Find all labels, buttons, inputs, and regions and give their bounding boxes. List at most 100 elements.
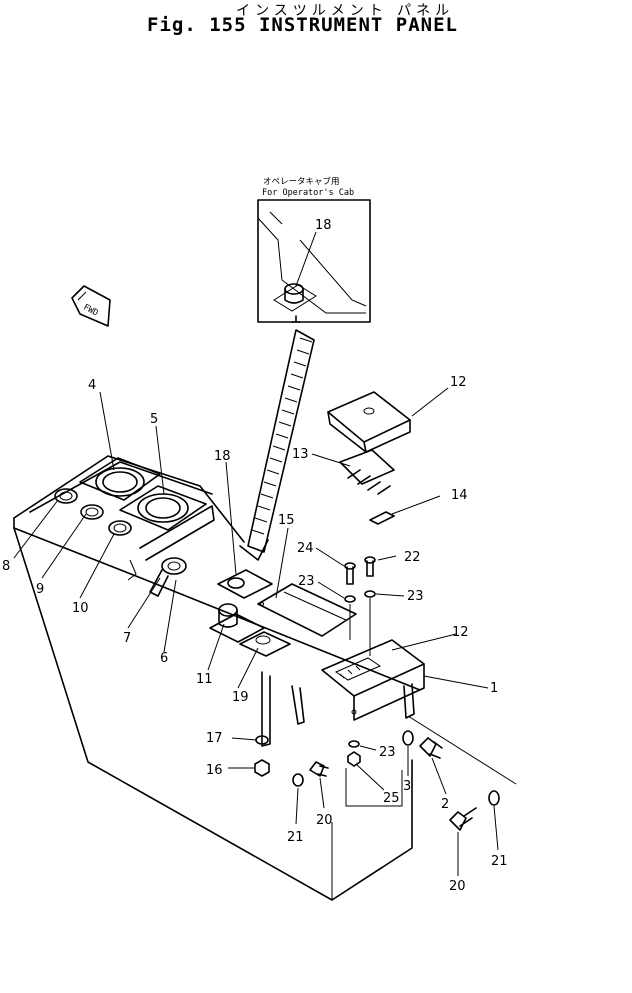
key-switch-body bbox=[161, 557, 187, 575]
gauge-cluster-front bbox=[139, 505, 215, 561]
switch-plate-18 bbox=[217, 569, 273, 599]
bolt-20-a-shank bbox=[317, 765, 329, 777]
callout-23-b: 23 bbox=[407, 589, 424, 604]
callout-9: 9 bbox=[36, 582, 44, 597]
indicator-10 bbox=[108, 520, 132, 536]
bolt-2-shank bbox=[429, 741, 443, 759]
callout-numbers: 18 12 13 14 4 5 18 15 24 22 23 23 12 1 8… bbox=[2, 218, 508, 894]
washer-21-b bbox=[488, 790, 500, 806]
leader-17 bbox=[231, 737, 257, 741]
bolt-20-a bbox=[309, 761, 329, 777]
cover-plate-screw bbox=[260, 602, 264, 606]
callout-15: 15 bbox=[278, 513, 295, 528]
bolt-20-b bbox=[449, 807, 477, 831]
label-plate-14 bbox=[369, 511, 395, 525]
inset-switch-body bbox=[284, 288, 304, 304]
indicator-9-lens bbox=[85, 507, 99, 517]
fwd-arrow-outline bbox=[71, 285, 111, 327]
indicator-8-lens bbox=[59, 491, 73, 501]
gauge-cluster-rim bbox=[29, 461, 213, 513]
callout-17: 17 bbox=[206, 731, 223, 746]
callout-20-b: 20 bbox=[449, 879, 466, 894]
indicator-8 bbox=[54, 488, 78, 504]
leader-21-a bbox=[295, 787, 299, 825]
key-switch-bracket bbox=[127, 559, 137, 581]
fuse-card bbox=[339, 449, 395, 485]
leader-18-panel bbox=[225, 461, 237, 575]
gauge-5 bbox=[119, 485, 207, 531]
nut-16 bbox=[254, 759, 270, 777]
leader-18-inset bbox=[295, 231, 317, 287]
cover-plate-rib bbox=[283, 591, 347, 621]
bolt-2 bbox=[419, 737, 443, 759]
gauge-5-outer-ring bbox=[137, 493, 189, 523]
key-switch-key bbox=[149, 569, 169, 597]
bolt-20-a-head bbox=[309, 761, 325, 777]
screw-24-shank bbox=[346, 566, 354, 585]
gauge-4-inner-ring bbox=[102, 471, 138, 493]
leader-4 bbox=[99, 391, 115, 471]
inset-mount-plate bbox=[273, 284, 317, 312]
indicator-10-lens bbox=[113, 523, 127, 533]
switch-plate-19 bbox=[239, 631, 291, 657]
leader-8 bbox=[13, 499, 59, 559]
leader-6 bbox=[163, 579, 177, 653]
indicator-8-ring bbox=[54, 488, 78, 504]
washer-23-a bbox=[344, 595, 356, 603]
bracket-mid bbox=[291, 685, 305, 725]
fuses-13 bbox=[339, 449, 395, 495]
switch-19-cap bbox=[255, 635, 271, 645]
leader-24 bbox=[315, 547, 345, 567]
callout-23-a: 23 bbox=[298, 574, 315, 589]
screw-alignment-lines bbox=[349, 598, 371, 656]
screw-24-head bbox=[344, 562, 356, 570]
gauge-4 bbox=[79, 457, 161, 501]
inset-frame bbox=[257, 199, 371, 323]
leader-21-b bbox=[493, 805, 499, 851]
bolt-group-line-right bbox=[407, 715, 517, 785]
callout-20-a: 20 bbox=[316, 813, 333, 828]
leader-15 bbox=[275, 527, 289, 599]
callout-12-panel: 12 bbox=[452, 625, 469, 640]
callout-10: 10 bbox=[72, 601, 89, 616]
gauge-5-inner-ring bbox=[145, 497, 181, 519]
nut-25 bbox=[347, 751, 361, 767]
callout-5: 5 bbox=[150, 412, 158, 427]
washer-3 bbox=[402, 730, 414, 746]
cover-12-sides bbox=[327, 411, 411, 453]
arrow-head bbox=[239, 539, 269, 561]
washer-23-c bbox=[348, 740, 360, 748]
callout-13: 13 bbox=[292, 447, 309, 462]
cover-plate-15 bbox=[257, 583, 357, 637]
key-switch-cylinder bbox=[167, 561, 181, 571]
leader-7 bbox=[127, 577, 161, 629]
screw-22 bbox=[364, 556, 376, 577]
leader-1 bbox=[423, 675, 489, 689]
callout-4: 4 bbox=[88, 378, 96, 393]
fuse-tubes bbox=[347, 469, 391, 495]
callout-6: 6 bbox=[160, 651, 168, 666]
japanese-title: インスツルメント パネル bbox=[236, 3, 455, 19]
callout-18-inset: 18 bbox=[315, 218, 332, 233]
callout-2: 2 bbox=[441, 797, 449, 812]
cover-12 bbox=[327, 391, 411, 453]
callout-7: 7 bbox=[123, 631, 131, 646]
callout-23-c: 23 bbox=[379, 745, 396, 760]
indicator-9-ring bbox=[80, 504, 104, 520]
inset-japanese-caption: オペレータキャブ用 bbox=[263, 176, 340, 187]
screw-24 bbox=[344, 562, 356, 585]
leader-23-a bbox=[317, 581, 345, 599]
key-switch-6 bbox=[127, 557, 187, 597]
bolt-group-bracket-25 bbox=[345, 768, 403, 807]
figure-title: Fig. 155 INSTRUMENT PANEL bbox=[147, 14, 458, 36]
callout-21-b: 21 bbox=[491, 854, 508, 869]
leader-25 bbox=[355, 763, 385, 791]
arrow-shaft bbox=[247, 329, 315, 553]
callout-16: 16 bbox=[206, 763, 223, 778]
leader-9 bbox=[41, 513, 87, 579]
gauge-5-bezel bbox=[119, 485, 207, 531]
inset-english-caption: For Operator's Cab bbox=[262, 188, 354, 198]
leader-23-c bbox=[359, 745, 377, 751]
leader-5 bbox=[155, 425, 165, 495]
